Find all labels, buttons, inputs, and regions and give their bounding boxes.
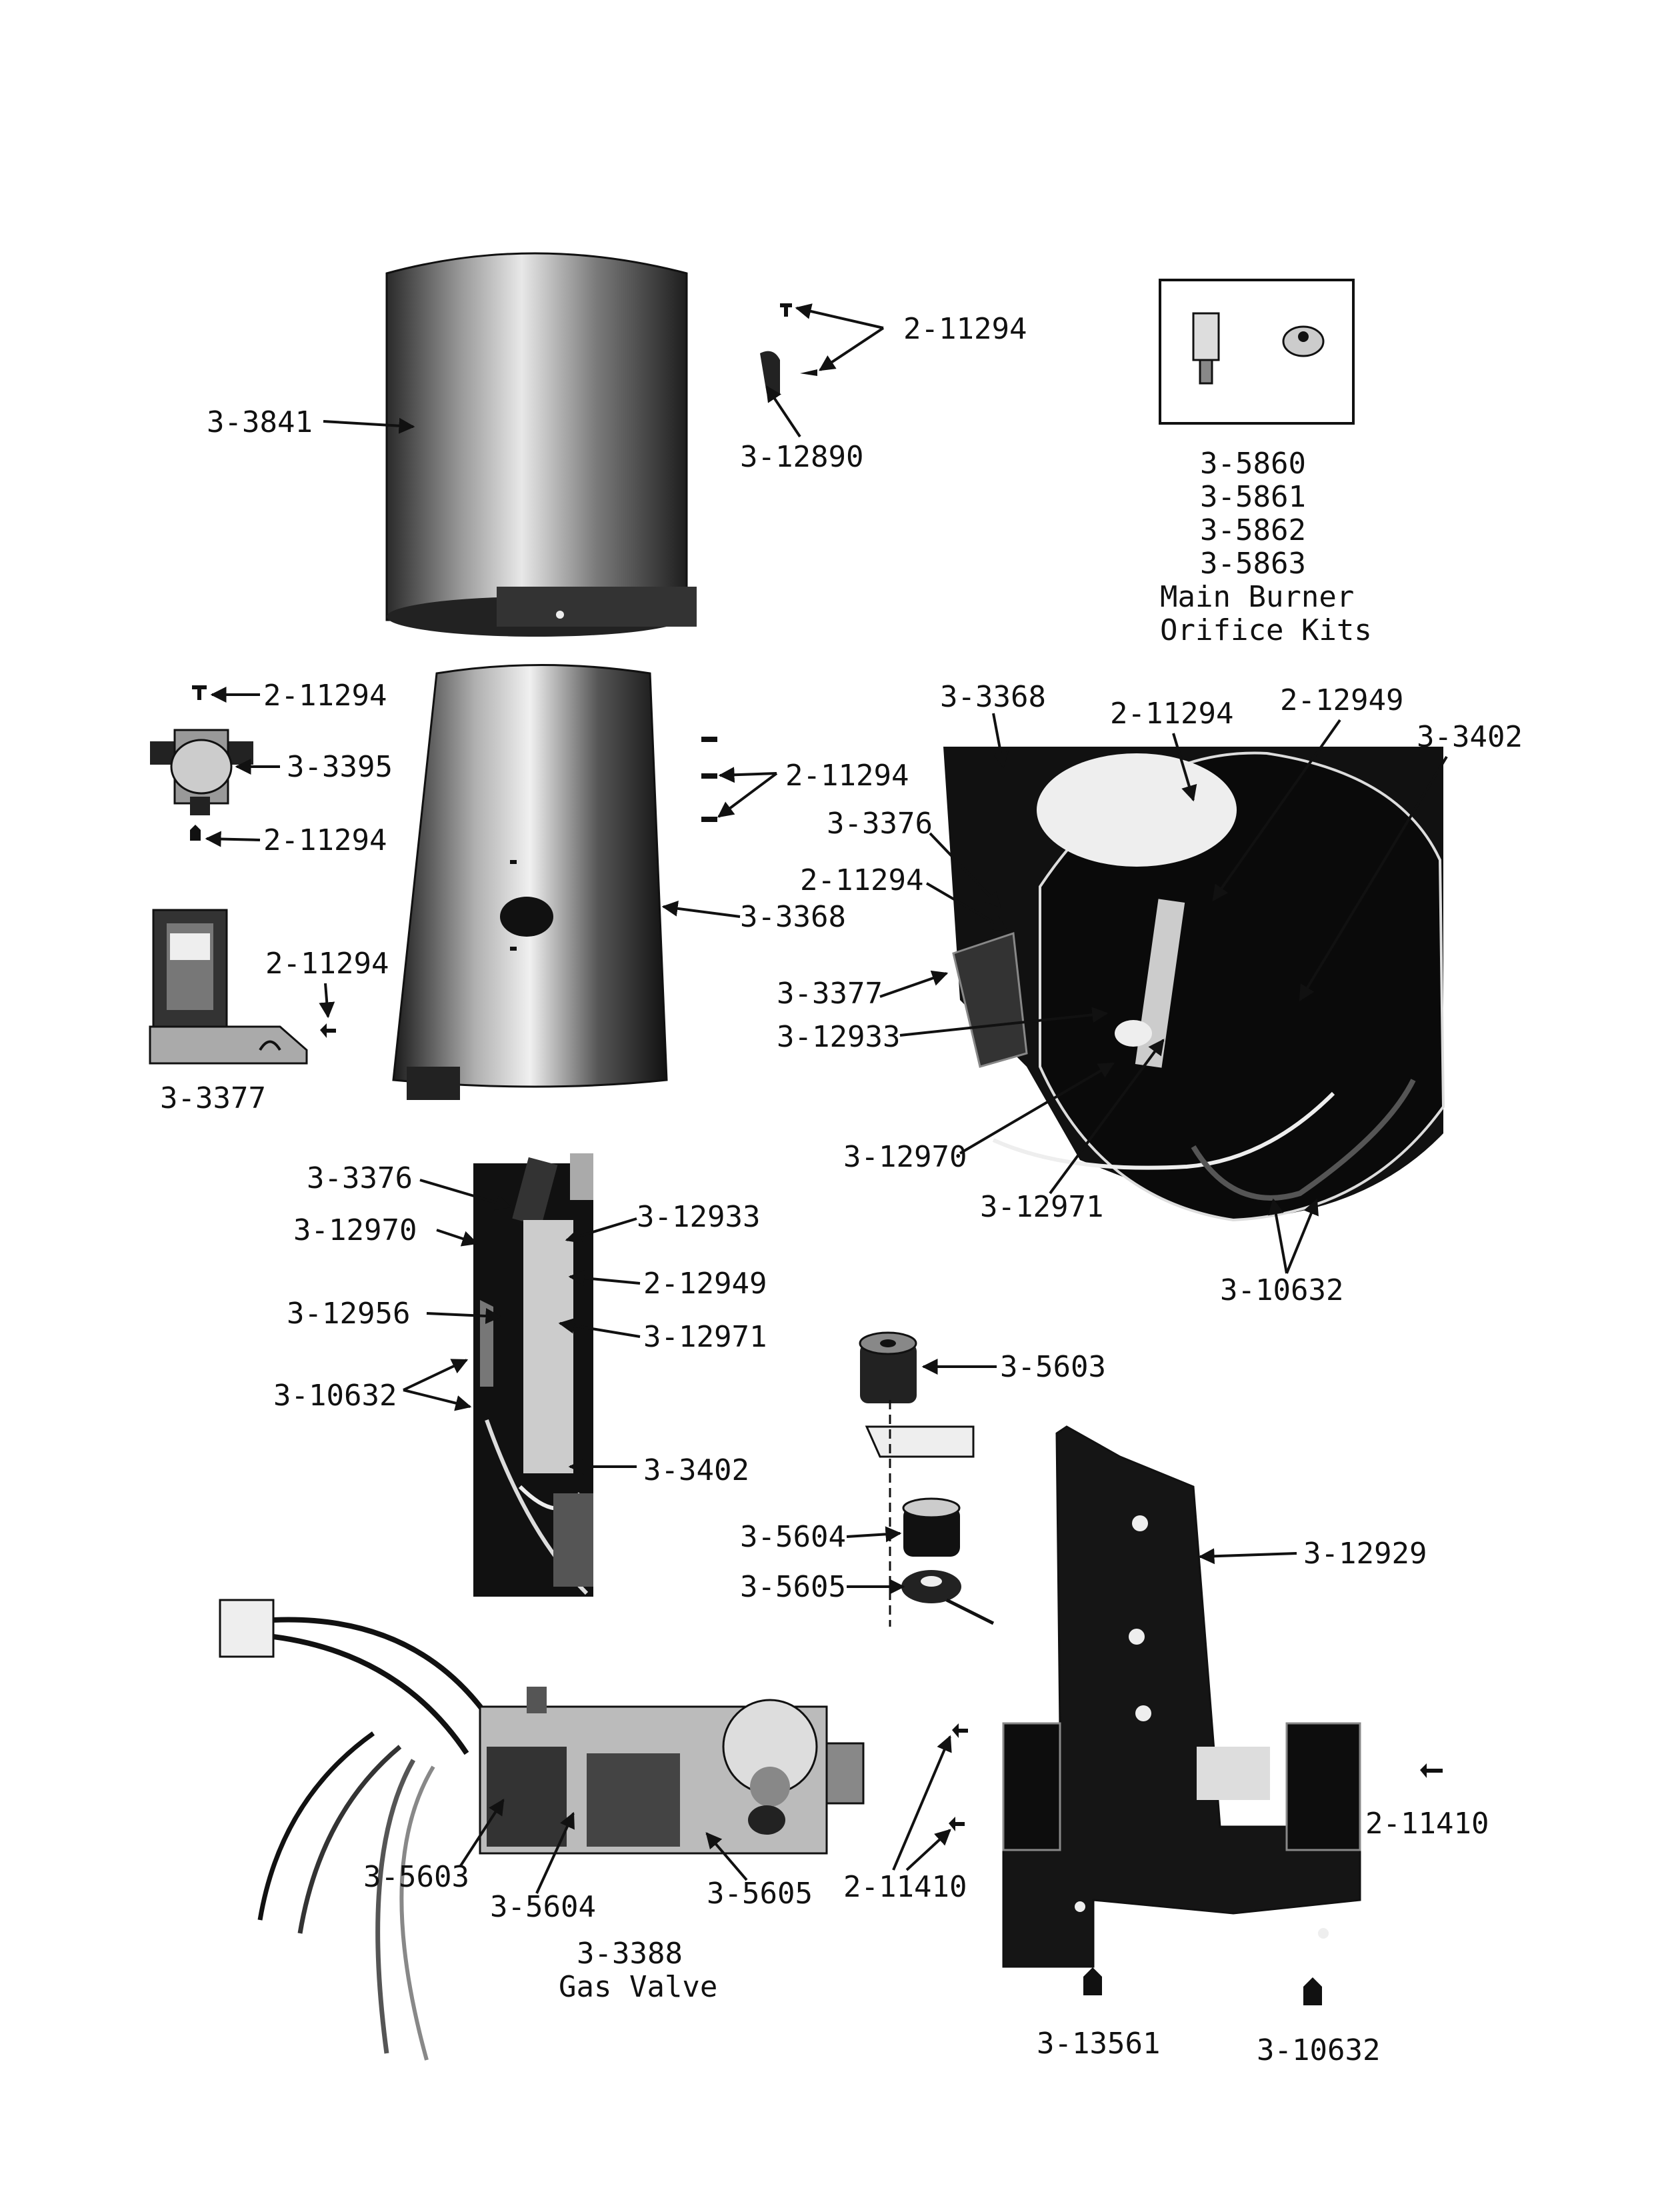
label-orifice-5: Main Burner xyxy=(1160,580,1354,614)
small-screw-icon xyxy=(760,303,817,397)
screw-icon xyxy=(949,1723,1443,1831)
screw-icon xyxy=(192,685,207,700)
label-ba-burner-tube: 3-3402 xyxy=(643,1453,749,1487)
label-bv-electrode-bracket: 2-12949 xyxy=(1280,683,1403,717)
label-screw-e: 2-11294 xyxy=(785,759,909,793)
label-screw-c: 2-11294 xyxy=(263,823,387,857)
label-orifice-6: Orifice Kits xyxy=(1160,613,1372,647)
label-screw-f: 2-11410 xyxy=(1365,1807,1489,1841)
label-top-cylinder: 3-3841 xyxy=(207,405,313,439)
label-orifice-3: 3-5862 xyxy=(1200,513,1306,547)
label-gv-part-2: 3-5604 xyxy=(490,1890,596,1924)
screw-icon xyxy=(320,1023,336,1038)
label-gas-valve-num: 3-3388 xyxy=(577,1937,683,1971)
label-orifice-4: 3-5863 xyxy=(1200,547,1306,581)
label-bv-sensor-lead: 3-12971 xyxy=(980,1190,1103,1224)
screw-icon xyxy=(701,737,717,822)
label-gv-part-3: 3-5605 xyxy=(707,1877,813,1911)
limit-switch xyxy=(150,729,253,815)
label-clip: 3-12890 xyxy=(740,440,863,474)
top-cylinder xyxy=(385,252,697,637)
label-screw-i: 3-10632 xyxy=(1257,2033,1380,2067)
mount-bracket xyxy=(1002,1425,1361,1968)
label-mount-bracket: 3-12929 xyxy=(1303,1537,1427,1571)
burner-assembly-photo xyxy=(473,1153,593,1597)
label-ba-mount: 3-12970 xyxy=(293,1213,417,1247)
label-bv-igniter: 3-3376 xyxy=(827,807,933,841)
label-bv-screw2: 2-11294 xyxy=(800,863,923,897)
label-bv-wire-clip: 3-10632 xyxy=(1220,1273,1343,1307)
screw-icon xyxy=(190,825,201,841)
label-limit-switch: 3-3395 xyxy=(287,750,393,784)
label-ba-sensor-lead: 3-12971 xyxy=(643,1320,767,1354)
label-ba-sensor-mount: 3-12956 xyxy=(287,1297,410,1331)
combustion-chamber xyxy=(392,664,668,1100)
label-ba-flame-sensor: 3-12933 xyxy=(637,1200,760,1234)
label-bv-chamber: 3-3368 xyxy=(940,680,1046,714)
label-coil-1: 3-5603 xyxy=(1000,1350,1106,1384)
label-screw-d: 2-11294 xyxy=(265,947,389,981)
label-screw-g: 2-11410 xyxy=(843,1870,967,1904)
label-bv-ignitor-mount: 3-12970 xyxy=(843,1140,967,1174)
label-gv-part-1: 3-5603 xyxy=(363,1860,469,1894)
label-combustion-chamber: 3-3368 xyxy=(740,900,846,934)
label-gas-valve-name: Gas Valve xyxy=(559,1970,717,2004)
label-bv-bracket: 3-3377 xyxy=(777,977,883,1011)
label-bv-screw1: 2-11294 xyxy=(1110,697,1233,731)
burner-view-photo xyxy=(943,747,1445,1222)
label-ba-electrode-bracket: 2-12949 xyxy=(643,1267,767,1301)
coil-assembly xyxy=(859,1331,995,1627)
label-relay-bracket: 3-3377 xyxy=(160,1081,266,1115)
label-ba-igniter: 3-3376 xyxy=(307,1161,413,1195)
screw-icon xyxy=(1083,1967,1322,2005)
gas-valve-photo xyxy=(219,1599,865,2061)
label-coil-3: 3-5605 xyxy=(740,1570,846,1604)
label-screw-a: 2-11294 xyxy=(903,312,1027,346)
orifice-kit-box xyxy=(1159,279,1355,425)
label-orifice-1: 3-5860 xyxy=(1200,447,1306,481)
label-coil-2: 3-5604 xyxy=(740,1520,846,1554)
relay-bracket xyxy=(149,909,308,1065)
label-bv-burner-tube: 3-3402 xyxy=(1417,720,1523,754)
label-bv-flame-sensor: 3-12933 xyxy=(777,1020,900,1054)
label-screw-b: 2-11294 xyxy=(263,679,387,713)
label-orifice-2: 3-5861 xyxy=(1200,480,1306,514)
label-screw-h: 3-13561 xyxy=(1037,2027,1160,2061)
label-ba-clips: 3-10632 xyxy=(273,1379,397,1413)
